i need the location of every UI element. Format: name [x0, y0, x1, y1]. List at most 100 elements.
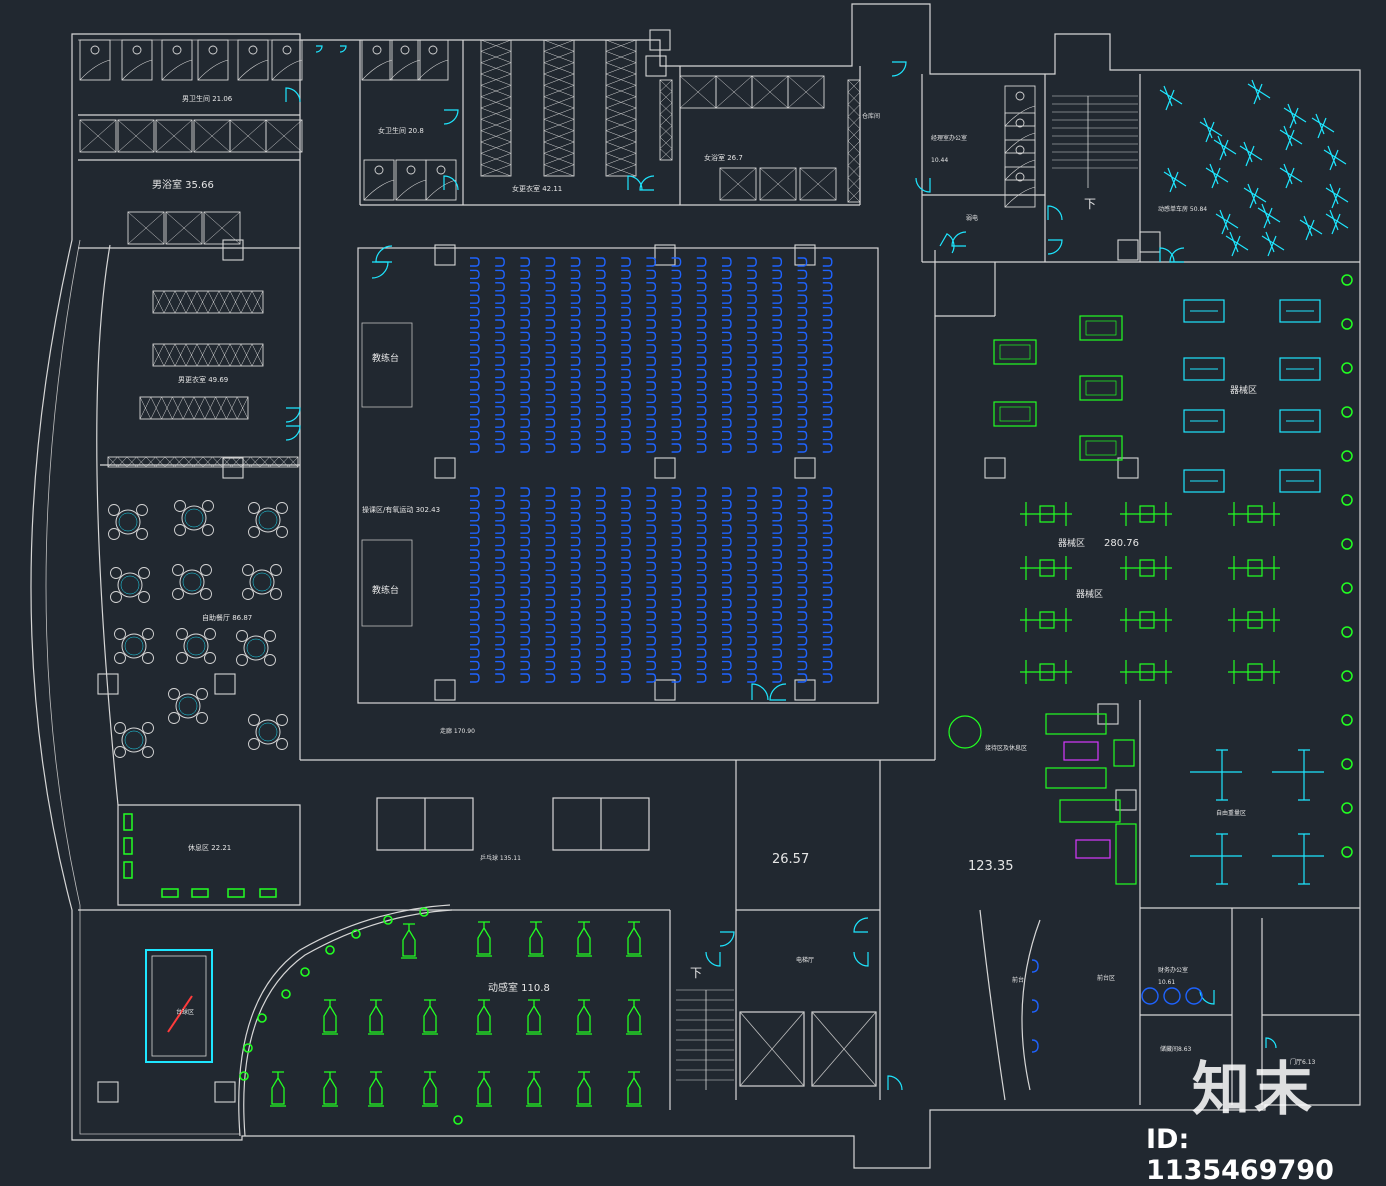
seat [495, 561, 505, 572]
locker-cell [229, 343, 242, 367]
door [285, 425, 301, 441]
seat [596, 344, 606, 354]
seat [696, 418, 707, 428]
shower-x [787, 75, 825, 109]
seat [747, 257, 757, 267]
seat [570, 574, 581, 584]
seat [646, 294, 657, 304]
table-top [258, 510, 278, 530]
column [794, 457, 816, 479]
seat [696, 381, 707, 391]
locker-cell [480, 51, 512, 63]
locker-cell [163, 343, 176, 367]
seat [520, 623, 531, 634]
label-free-weights: 自由重量区 [1216, 809, 1246, 817]
seat [747, 512, 757, 522]
cardio-machine [1020, 608, 1072, 632]
seat [470, 294, 480, 304]
seat [570, 611, 581, 621]
seat [722, 269, 732, 280]
label-manager: 财务办公室 [1158, 966, 1188, 974]
shower-x [203, 211, 241, 245]
locker-cell [185, 343, 198, 367]
seat [696, 660, 707, 671]
seat [596, 443, 606, 453]
seat [797, 294, 808, 304]
seat [822, 418, 833, 428]
label-hall-num: 26.57 [772, 852, 809, 867]
gym-machine [993, 401, 1037, 427]
locker-cell [480, 62, 512, 75]
seat [545, 269, 556, 280]
seat [520, 524, 531, 534]
gym-machine [1079, 315, 1123, 341]
seat [797, 356, 808, 366]
seat [646, 319, 657, 329]
seat [722, 499, 732, 510]
lounge-sofas [948, 713, 1137, 885]
seat [470, 487, 480, 497]
seat [822, 443, 833, 453]
billiards-table [145, 949, 213, 1063]
door [639, 175, 655, 191]
locker-cell [183, 456, 194, 468]
seat [621, 660, 631, 671]
locker-cell [659, 91, 673, 104]
door [339, 45, 347, 53]
outer-walls [30, 3, 1361, 1169]
seat [570, 561, 581, 572]
seat [822, 660, 833, 671]
seat [747, 636, 757, 646]
chair [136, 504, 148, 516]
label-equip-area: 280.76 [1104, 538, 1139, 549]
chair [142, 628, 154, 640]
seat [747, 487, 757, 497]
seat [772, 319, 783, 329]
seat [722, 406, 732, 416]
seat [797, 282, 808, 292]
seat [570, 598, 581, 609]
locker-cell [278, 456, 289, 468]
seat [772, 660, 783, 671]
seat [470, 549, 480, 559]
seat [772, 524, 783, 534]
seat [596, 512, 606, 522]
weight-bench [1183, 299, 1225, 323]
seat [470, 443, 480, 453]
seat [470, 660, 480, 671]
seat [520, 381, 531, 391]
spin-bike [476, 999, 492, 1035]
locker-cell [659, 125, 673, 138]
cafe-table [117, 572, 143, 598]
seat [621, 586, 631, 596]
table-top [118, 512, 138, 532]
seat [722, 282, 732, 292]
locker-cell [543, 164, 575, 177]
seat [596, 356, 606, 366]
seat [822, 623, 833, 634]
seat [671, 406, 682, 416]
seat [671, 344, 682, 354]
locker-cell [605, 153, 637, 165]
treadmill [1279, 163, 1303, 189]
reception-stool [1031, 999, 1039, 1013]
seat [596, 536, 606, 547]
seat [520, 306, 531, 317]
seat [646, 512, 657, 522]
spin-bike [322, 999, 338, 1035]
locker-cell [215, 396, 227, 420]
seat [772, 623, 783, 634]
treadmill [1205, 163, 1229, 189]
seat [797, 673, 808, 683]
cardio-machine [1120, 608, 1172, 632]
seat [545, 549, 556, 559]
cardio-machine [1120, 556, 1172, 580]
seat [747, 319, 757, 329]
seat [772, 443, 783, 453]
label-store: 储藏间8.63 [1160, 1045, 1192, 1053]
door [375, 245, 393, 263]
shower [719, 167, 757, 201]
label-spin: 动感室 110.8 [488, 981, 550, 994]
locker-cell [172, 396, 184, 420]
cafe-table [243, 635, 269, 661]
